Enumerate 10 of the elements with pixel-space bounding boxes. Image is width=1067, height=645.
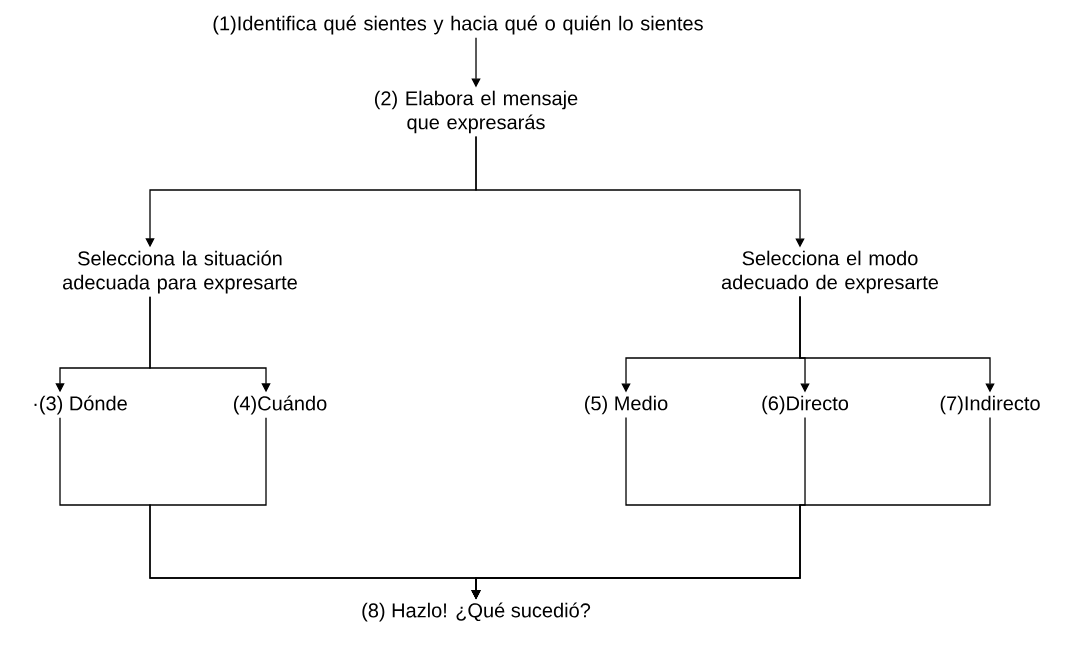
step-text: (8) Hazlo! ¿Qué sucedió? bbox=[362, 602, 591, 622]
step-text: Selecciona el modo adecuado de expresarte bbox=[721, 250, 939, 294]
step-text: Selecciona la situación adecuada para expresarte bbox=[63, 250, 297, 294]
step-text: (5) Medio bbox=[585, 395, 668, 415]
step-text: (2) Elabora el mensaje que expresarás bbox=[375, 90, 578, 134]
step-text: ·(3) Dónde bbox=[34, 395, 127, 415]
step-text: (1)Identifica qué sientes y hacia qué o quién lo sientes bbox=[213, 15, 703, 35]
step-text: (4)Cuándo bbox=[234, 395, 327, 415]
step-text: (7)Indirecto bbox=[940, 395, 1040, 415]
step-text: (6)Directo bbox=[762, 395, 849, 415]
